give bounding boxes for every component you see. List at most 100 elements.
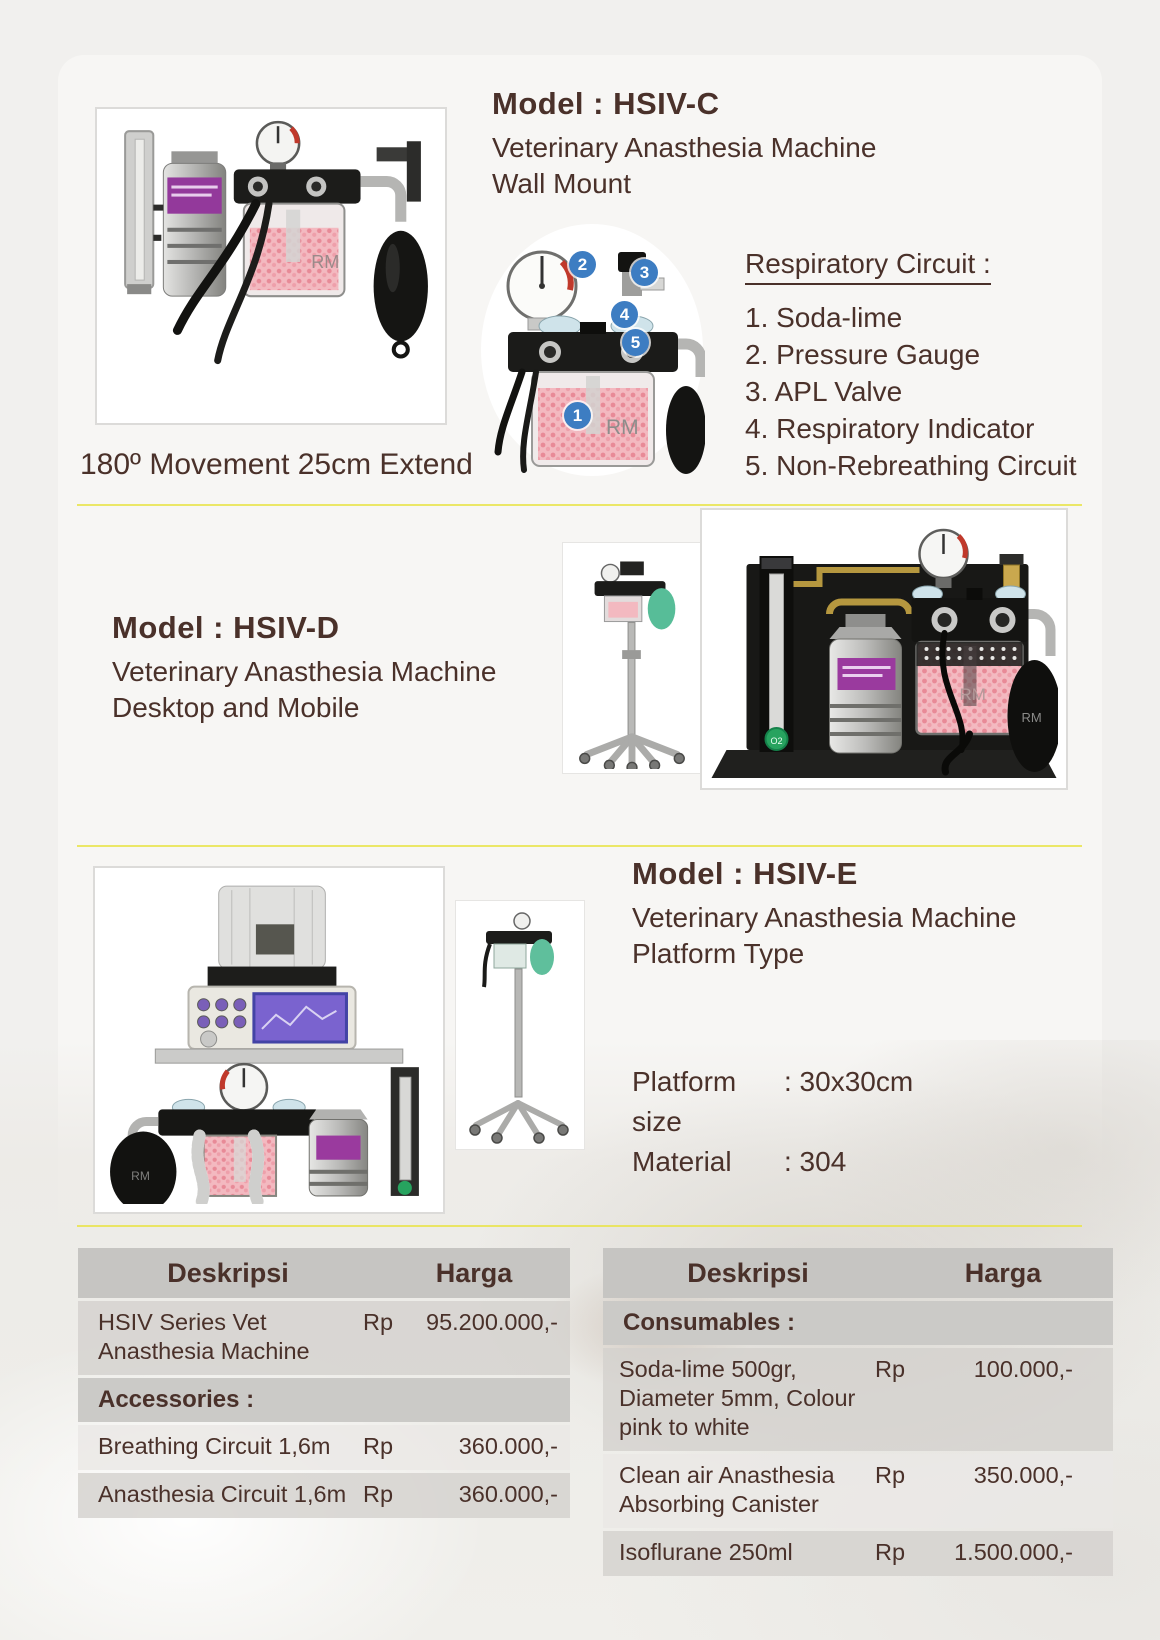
hsive-photo: RM	[93, 866, 445, 1214]
flow-meter	[390, 1067, 419, 1196]
currency-label: Rp	[363, 1433, 394, 1459]
table-header-deskripsi: Deskripsi	[167, 1257, 289, 1288]
price-value: 100.000,-	[973, 1356, 1073, 1382]
item-description: Anasthesia Circuit 1,6m	[98, 1481, 347, 1507]
control-knob	[200, 1030, 218, 1048]
wall-bracket	[376, 141, 421, 202]
item-description: HSIV Series Vet Anasthesia Machine	[98, 1309, 310, 1364]
hsivd-stand-photo	[562, 542, 702, 774]
list-item: 3. APL Valve	[745, 376, 903, 407]
hsivc-subtitle2: Wall Mount	[492, 168, 632, 199]
badge-respiratory-indicator: 4	[611, 301, 638, 328]
stand-pole	[514, 968, 523, 1098]
hsivc-subtitle1: Veterinary Anasthesia Machine	[492, 132, 877, 163]
flow-meter	[124, 130, 155, 295]
corrugated-hoses	[191, 1129, 265, 1204]
badge-apl-valve: 3	[631, 259, 658, 286]
apl-valve	[999, 554, 1024, 590]
table-row: Soda-lime 500gr, Diameter 5mm, Colour pi…	[603, 1348, 1113, 1451]
badge-pressure-gauge: 2	[569, 251, 596, 278]
pole-collar	[622, 650, 641, 659]
respiratory-circuit-title: Respiratory Circuit :	[745, 248, 991, 285]
hsive-subtitle2: Platform Type	[632, 938, 805, 969]
spec-material: Material : 304	[632, 1142, 913, 1182]
section-label: Accessories :	[98, 1386, 255, 1413]
currency-label: Rp	[875, 1462, 906, 1488]
table-row: Anasthesia Circuit 1,6m Rp 360.000,-	[78, 1473, 570, 1518]
section-divider	[77, 504, 1082, 506]
movement-caption: 180º Movement 25cm Extend	[80, 448, 473, 481]
hsivc-inset-photo: RM 1 2 3 4 5	[480, 222, 705, 478]
respiratory-circuit-illustration: RM	[481, 224, 705, 476]
spec-value: : 304	[784, 1146, 847, 1177]
list-item: 2. Pressure Gauge	[745, 339, 981, 370]
price-value: 350.000,-	[973, 1462, 1073, 1488]
manifold	[911, 585, 1029, 642]
machine-head	[482, 912, 554, 988]
rm-logo-text: RM	[960, 685, 986, 704]
pressure-gauge	[255, 120, 301, 173]
spec-value: : 30x30cm	[784, 1066, 914, 1097]
price-value: 95.200.000,-	[426, 1309, 558, 1335]
hsivd-photo: O2	[700, 508, 1068, 790]
list-item: 5. Non-Rebreathing Circuit	[745, 450, 1077, 481]
table-section-row: Consumables :	[603, 1301, 1113, 1345]
hsive-subtitle1: Veterinary Anasthesia Machine	[632, 902, 1017, 933]
hsivd-subtitle2: Desktop and Mobile	[112, 692, 360, 723]
hsivd-text-block: Model : HSIV-D Veterinary Anasthesia Mac…	[112, 610, 496, 726]
hsive-title: Model : HSIV-E	[632, 856, 858, 891]
respiratory-circuit-list: Respiratory Circuit : 1. Soda-lime 2. Pr…	[745, 248, 1077, 484]
section-divider	[77, 1225, 1082, 1227]
rm-logo-text: RM	[1022, 710, 1042, 725]
lcd-screen	[252, 992, 348, 1044]
machine-head	[594, 561, 676, 630]
flow-meter: O2	[759, 556, 794, 752]
soda-lime-canister: RM	[531, 371, 655, 467]
hsivc-text-block: Model : HSIV-C Veterinary Anasthesia Mac…	[492, 86, 876, 202]
table-header-row: Deskripsi Harga	[603, 1248, 1113, 1298]
hsivc-machine-illustration: RM	[124, 120, 428, 365]
soda-lime-canister: RM	[242, 202, 346, 298]
pressure-gauge	[918, 528, 969, 588]
hoses	[153, 199, 273, 365]
section-label: Consumables :	[623, 1309, 796, 1336]
wheels	[469, 1124, 569, 1144]
hoses	[939, 630, 973, 776]
vaporizer	[162, 151, 227, 297]
spec-label: Material	[632, 1146, 732, 1177]
currency-label: Rp	[363, 1481, 394, 1507]
section-divider	[77, 845, 1082, 847]
table-section-row: Accessories :	[78, 1378, 570, 1422]
price-value: 360.000,-	[458, 1481, 558, 1507]
pressure-gauge	[506, 250, 578, 331]
currency-label: Rp	[875, 1539, 906, 1565]
spec-platform-size: Platform size : 30x30cm	[632, 1062, 913, 1142]
table-header-harga: Harga	[964, 1257, 1042, 1288]
currency-label: Rp	[875, 1356, 906, 1382]
table-header-deskripsi: Deskripsi	[687, 1257, 809, 1288]
hsive-stand-illustration	[469, 912, 569, 1144]
hsivd-machine-illustration: O2	[711, 528, 1058, 778]
hsivd-title: Model : HSIV-D	[112, 610, 340, 645]
spec-label: Platform size	[632, 1066, 737, 1137]
breathing-bag: RM	[110, 1116, 177, 1204]
rm-logo-text: RM	[311, 252, 339, 272]
hsivd-subtitle1: Veterinary Anasthesia Machine	[112, 656, 497, 687]
rm-logo-text: RM	[606, 416, 639, 439]
o2-knob-label: O2	[771, 736, 783, 746]
pressure-gauge	[219, 1062, 269, 1112]
manifold	[233, 169, 361, 204]
base-platform	[711, 750, 1057, 778]
badge-soda-lime: 1	[564, 402, 591, 429]
item-description: Isoflurane 250ml	[619, 1539, 793, 1565]
hsive-stand-photo	[455, 900, 585, 1150]
hoses	[494, 368, 539, 473]
vaporizer	[829, 614, 902, 754]
wheeled-base	[473, 1100, 565, 1138]
currency-label: Rp	[363, 1309, 394, 1335]
